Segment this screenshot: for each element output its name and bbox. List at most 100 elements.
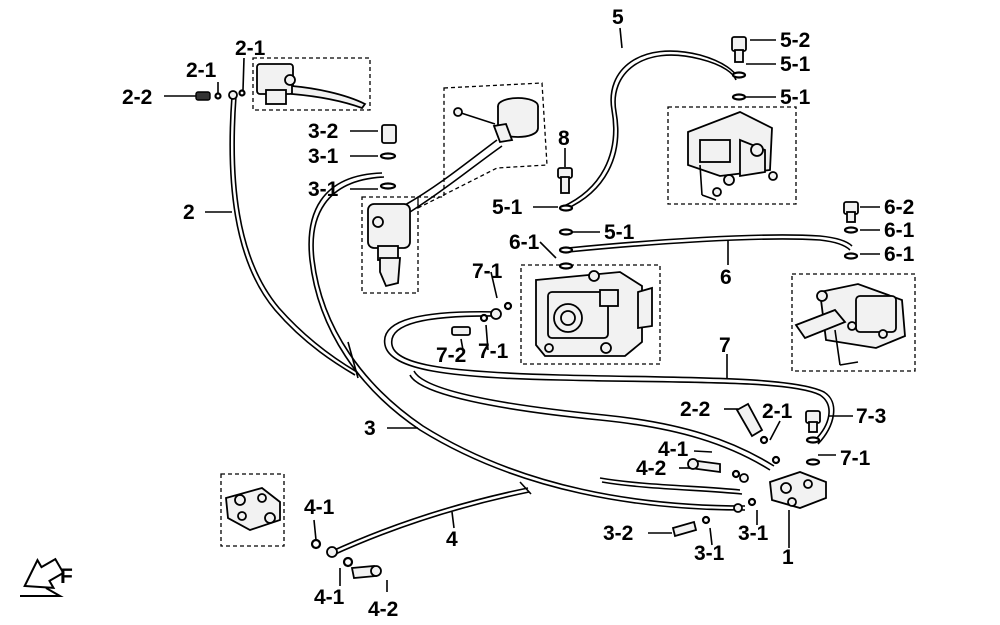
brake-lever-assembly [256, 63, 367, 110]
hose-4-upper [599, 477, 743, 495]
hose-4 [329, 481, 532, 557]
proportioning-valve [225, 487, 281, 531]
label-2-1-a: 2-1 [186, 59, 217, 82]
washer-6-1-c [843, 252, 859, 260]
washer-4-1-b [342, 556, 354, 568]
reservoir-box [417, 82, 548, 210]
bolt-5-2 [731, 36, 747, 63]
label-7: 7 [719, 334, 731, 357]
label-4-2-a: 4-2 [636, 457, 666, 480]
bolt-4-2-bot [350, 565, 382, 579]
label-7-3: 7-3 [856, 405, 886, 428]
label-4-2-b: 4-2 [368, 598, 398, 621]
reservoir-hose [404, 139, 503, 213]
washer-5-1-a [731, 71, 747, 79]
label-2-2-bot: 2-2 [680, 398, 710, 421]
label-8: 8 [558, 127, 570, 150]
washer-2-1-b [238, 89, 246, 97]
leader-lines [164, 27, 880, 592]
label-4: 4 [446, 528, 458, 551]
label-4-1-c: 4-1 [314, 586, 345, 609]
master-cylinder [367, 203, 411, 288]
banjo-4-mid [739, 473, 749, 483]
label-6: 6 [720, 266, 732, 289]
banjo-bolt-2-2-top [195, 91, 211, 101]
label-2-1-b: 2-1 [235, 37, 266, 60]
label-7-2: 7-2 [436, 344, 466, 367]
washer-3-1-c [701, 515, 711, 525]
label-7-1-c: 7-1 [840, 447, 871, 470]
washer-2-1-c [759, 435, 769, 445]
label-3-2-top: 3-2 [308, 120, 338, 143]
label-3: 3 [364, 417, 376, 440]
washer-5-1-d [558, 228, 574, 236]
bolt-3-2-bot [671, 520, 698, 538]
front-caliper-box [667, 106, 797, 205]
hose-7-lower [409, 370, 775, 471]
label-2: 2 [183, 201, 195, 224]
label-7-1-b: 7-1 [478, 340, 509, 363]
label-5-1-d: 5-1 [604, 221, 635, 244]
washer-3-1-b [379, 182, 397, 190]
label-2-2-top: 2-2 [122, 86, 152, 109]
washer-3-1-d [747, 497, 757, 507]
label-5-1-b: 5-1 [780, 86, 811, 109]
banjo-7 [490, 308, 502, 320]
bolt-6-2 [843, 201, 859, 223]
label-3-1-b: 3-1 [308, 178, 339, 201]
washer-7-1-a [503, 301, 513, 311]
bolt-7-2 [451, 326, 471, 336]
hose-7 [383, 310, 835, 445]
label-3-1-d: 3-1 [738, 522, 769, 545]
junction-block-1 [769, 471, 827, 509]
banjo-3-bot [733, 503, 743, 513]
label-3-2-bot: 3-2 [603, 522, 633, 545]
washer-4-1-mid [731, 469, 741, 479]
label-5-1-c: 5-1 [492, 196, 523, 219]
fluid-reservoir [453, 97, 539, 144]
washer-2-1-a [214, 92, 222, 100]
washer-6-1-a [558, 246, 574, 254]
label-6-1-c: 6-1 [884, 243, 915, 266]
front-caliper [687, 111, 778, 201]
front-arrow-label: F [60, 565, 73, 588]
label-6-1-b: 6-1 [884, 219, 915, 242]
proportioning-valve-box [220, 473, 285, 547]
label-4-1-a: 4-1 [658, 438, 689, 461]
label-5: 5 [612, 6, 624, 29]
label-5-2: 5-2 [780, 29, 810, 52]
washer-4-1-a [310, 538, 322, 550]
label-1: 1 [782, 546, 794, 569]
washer-5-1-c [558, 204, 574, 212]
banjo-4-bot [326, 546, 338, 558]
bolt-3-2-top [381, 124, 397, 144]
washer-7-1-b [479, 313, 489, 323]
rear-caliper [794, 283, 906, 366]
washer-5-1-b [731, 93, 747, 101]
label-6-1-a: 6-1 [509, 231, 540, 254]
master-cylinder-box [361, 196, 419, 294]
hose-6 [567, 234, 853, 253]
washer-3-1-a [379, 152, 397, 160]
washer-abs-top [558, 262, 574, 270]
label-7-1-a: 7-1 [472, 260, 503, 283]
label-4-1-b: 4-1 [304, 496, 335, 519]
bolt-4-2-mid [687, 458, 721, 474]
banjo-2-top [228, 90, 238, 100]
hose-3 [308, 172, 746, 511]
front-arrow-icon: F [20, 557, 73, 597]
bolt-7-3 [805, 410, 821, 433]
washer-7-1-c [805, 436, 821, 444]
label-2-1-c: 2-1 [762, 400, 793, 423]
label-6-2: 6-2 [884, 196, 914, 219]
label-3-1-c: 3-1 [694, 542, 725, 565]
brake-lever-box [252, 57, 371, 111]
bolt-8 [557, 167, 573, 194]
hose-5 [561, 50, 739, 210]
washer-7-1-d [805, 458, 821, 466]
rear-caliper-box [791, 273, 916, 372]
label-3-1-a: 3-1 [308, 145, 339, 168]
washer-6-1-b [843, 226, 859, 234]
label-5-1-a: 5-1 [780, 53, 811, 76]
